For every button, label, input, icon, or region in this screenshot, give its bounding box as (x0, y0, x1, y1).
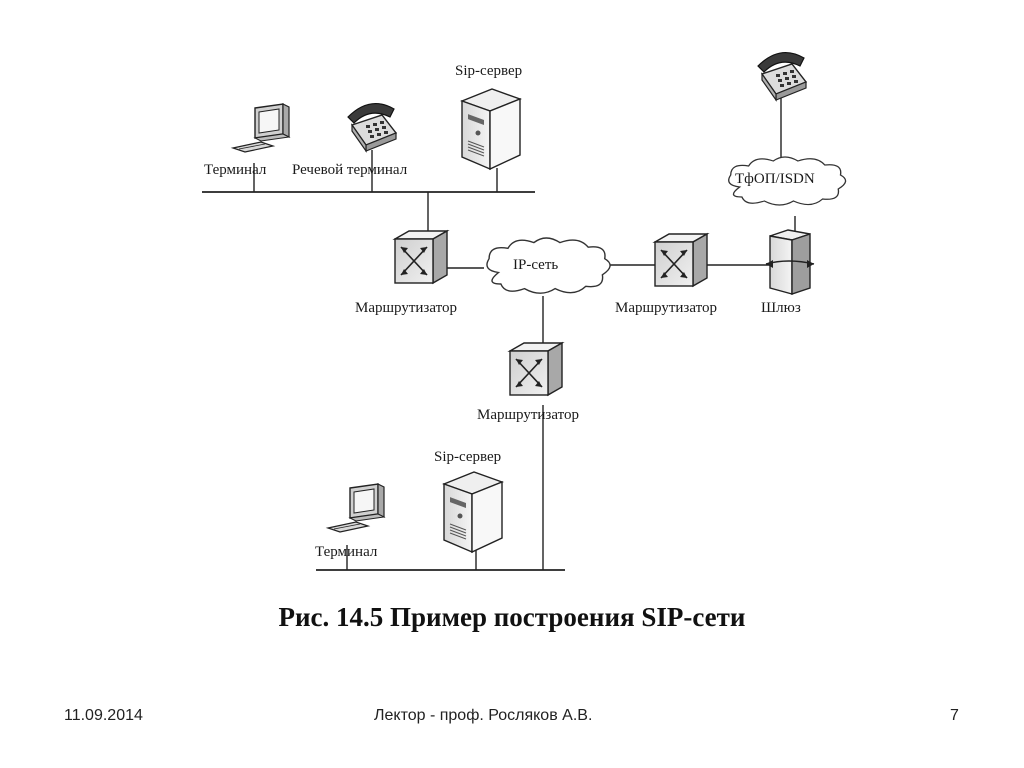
pstn-cloud-label: ТфОП/ISDN (735, 171, 815, 187)
ip-cloud-label: IP-сеть (513, 257, 559, 273)
router-left-icon (394, 230, 448, 284)
figure-caption: Рис. 14.5 Пример построения SIP-сети (278, 602, 746, 632)
sip-server-top-label: Sip-сервер (455, 63, 523, 79)
sip-server-bottom-icon (443, 471, 503, 553)
router-bottom-icon (509, 342, 563, 396)
footer-page-number: 7 (950, 707, 959, 724)
sip-server-bottom-label: Sip-сервер (434, 449, 502, 465)
gateway-label: Шлюз (761, 300, 801, 316)
terminal-top-icon (232, 103, 290, 153)
terminal-bottom-icon (327, 483, 385, 533)
router-bottom-label: Маршрутизатор (477, 407, 579, 423)
terminal-top-label: Терминал (204, 162, 267, 178)
pstn-phone-icon (757, 51, 807, 101)
footer-author: Лектор - проф. Росляков А.В. (374, 707, 593, 724)
sip-server-top-icon (461, 88, 521, 170)
router-right-icon (654, 233, 708, 287)
voice-terminal-icon (347, 102, 397, 152)
router-left-label: Маршрутизатор (355, 300, 457, 316)
footer-date: 11.09.2014 (64, 707, 143, 724)
gateway-icon (765, 229, 815, 295)
voice-terminal-label: Речевой терминал (292, 162, 408, 178)
router-right-label: Маршрутизатор (615, 300, 717, 316)
terminal-bottom-label: Терминал (315, 544, 378, 560)
